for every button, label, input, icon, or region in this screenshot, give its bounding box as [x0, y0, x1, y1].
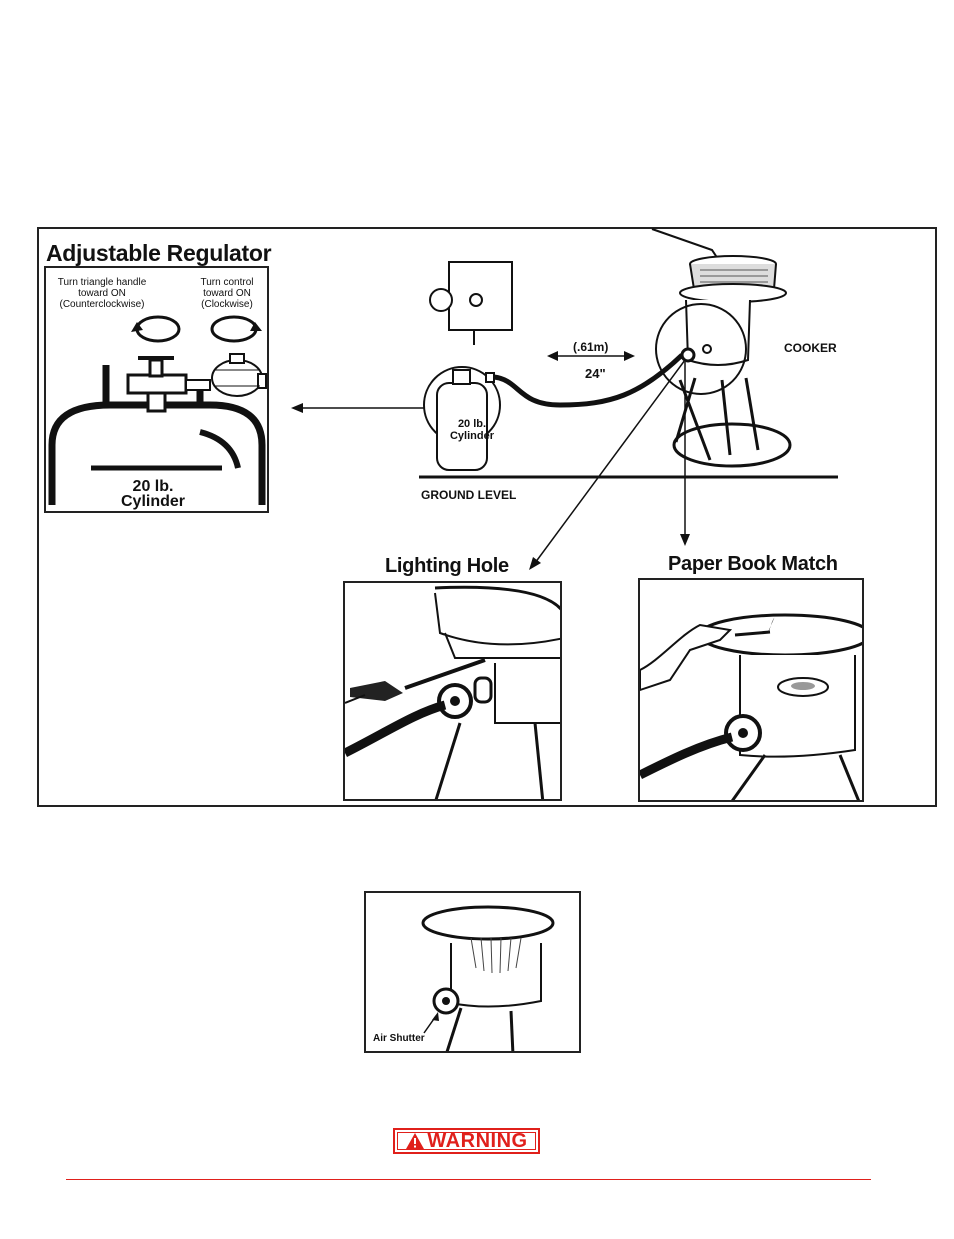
air-shutter-label: Air Shutter — [373, 1033, 425, 1044]
lighting-hole-illustration — [345, 583, 562, 801]
warning-text: WARNING — [427, 1130, 527, 1153]
paper-match-title: Paper Book Match — [668, 553, 838, 576]
air-shutter-illustration — [366, 893, 581, 1053]
distance-imperial-label: 24" — [585, 366, 606, 381]
lighting-hole-title: Lighting Hole — [385, 555, 509, 578]
warning-triangle-icon — [405, 1132, 425, 1150]
paper-match-illustration — [640, 580, 864, 802]
lighting-hole-panel — [343, 581, 562, 801]
air-shutter-panel: Air Shutter — [364, 891, 581, 1053]
paper-match-panel — [638, 578, 864, 802]
warning-label: WARNING — [393, 1128, 540, 1154]
setup-cylinder-label: 20 lb. Cylinder — [442, 418, 502, 442]
cooker-label: COOKER — [784, 341, 837, 355]
distance-metric-label: (.61m) — [573, 340, 608, 354]
footer-rule — [66, 1179, 871, 1180]
ground-level-label: GROUND LEVEL — [421, 488, 516, 502]
